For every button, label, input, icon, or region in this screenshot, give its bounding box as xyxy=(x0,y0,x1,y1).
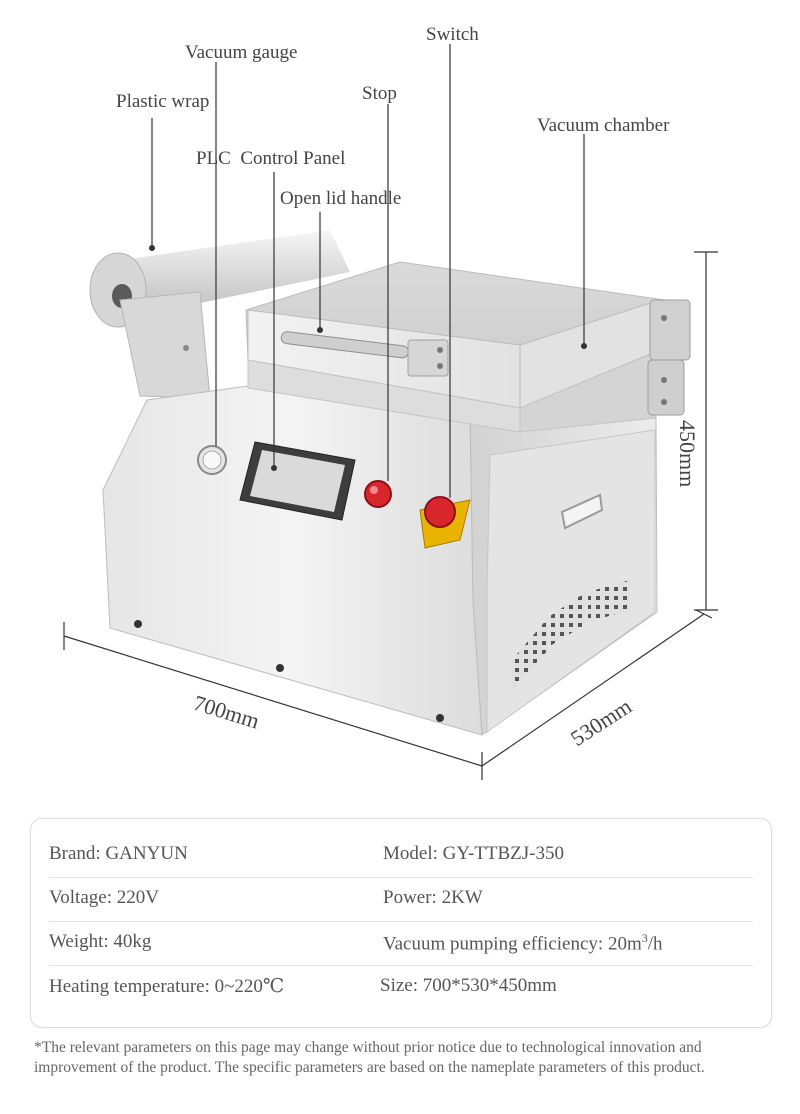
callout-open-lid-handle: Open lid handle xyxy=(280,188,402,209)
cabinet-front xyxy=(102,384,483,736)
spec-voltage: Voltage: 220V xyxy=(49,887,159,908)
leader-lines xyxy=(151,44,585,498)
callout-plc-control-panel: PLC Control Panel xyxy=(196,148,346,169)
spec-model: Model: GY-TTBZJ-350 xyxy=(383,843,565,864)
callout-plastic-wrap: Plastic wrap xyxy=(116,91,210,112)
spec-row: Voltage: 220V Power: 2KW xyxy=(49,877,753,922)
callout-vacuum-chamber: Vacuum chamber xyxy=(537,115,670,136)
stop-button xyxy=(364,480,392,508)
lid-hinges xyxy=(647,299,691,416)
open-lid-handle xyxy=(280,331,449,377)
spec-row: Weight: 40kg Vacuum pumping efficiency: … xyxy=(49,921,753,966)
cooling-vents xyxy=(512,580,630,690)
spec-weight: Weight: 40kg xyxy=(49,931,152,952)
vacuum-chamber-lid xyxy=(245,261,666,433)
footnote: *The relevant parameters on this page ma… xyxy=(34,1039,705,1076)
side-handle xyxy=(560,493,604,530)
spec-brand: Brand: GANYUN xyxy=(49,843,188,864)
spec-heating-temperature: Heating temperature: 0~220℃ xyxy=(49,976,285,997)
callout-vacuum-gauge: Vacuum gauge xyxy=(185,42,298,63)
vacuum-gauge xyxy=(197,445,227,475)
switch xyxy=(419,496,471,549)
dimension-height: 450mm xyxy=(675,420,700,488)
leader-dots xyxy=(149,245,587,471)
spec-size: Size: 700*530*450mm xyxy=(380,975,557,996)
spec-row: Heating temperature: 0~220℃ Size: 700*53… xyxy=(49,965,753,1009)
machine-diagram xyxy=(63,44,718,780)
callout-stop: Stop xyxy=(362,83,397,104)
callout-switch: Switch xyxy=(426,24,479,45)
spec-row: Brand: GANYUN Model: GY-TTBZJ-350 xyxy=(49,833,753,878)
spec-card: Brand: GANYUN Model: GY-TTBZJ-350 Voltag… xyxy=(30,818,772,1028)
plastic-wrap-roll xyxy=(89,230,350,399)
spec-vacuum-efficiency: Vacuum pumping efficiency: 20m3/h xyxy=(383,931,663,955)
dimension-lines xyxy=(63,251,718,780)
spec-power: Power: 2KW xyxy=(383,887,483,908)
